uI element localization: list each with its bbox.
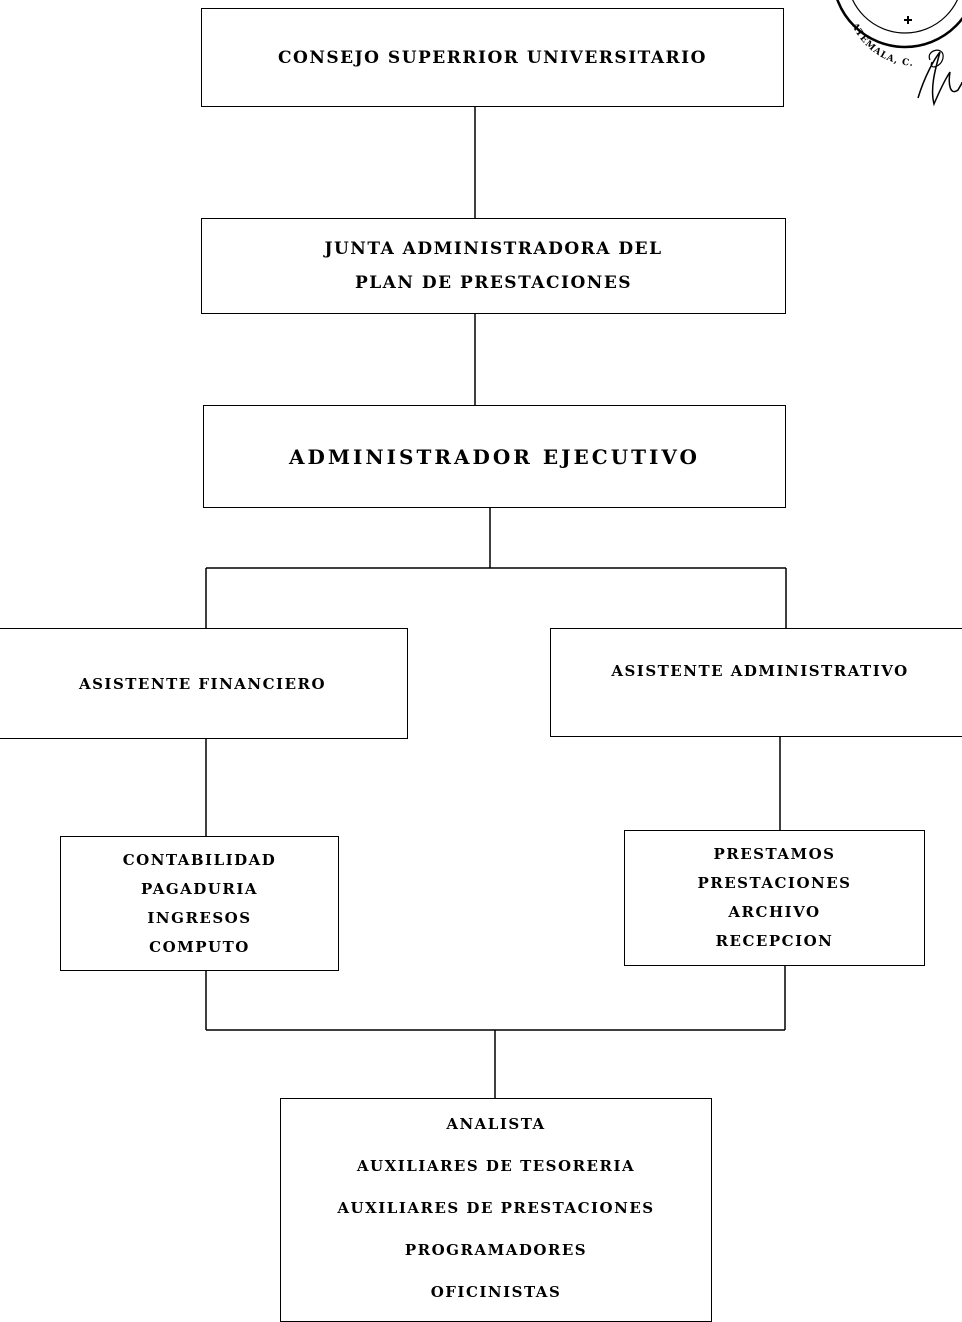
unit-pagaduria: PAGADURIA [141, 879, 258, 898]
signature-mark-loop [928, 49, 944, 68]
junta-label-line1: JUNTA ADMINISTRADORA DEL [324, 239, 663, 259]
unit-contabilidad: CONTABILIDAD [122, 850, 277, 869]
junta-label-line2: PLAN DE PRESTACIONES [354, 273, 633, 293]
signature-mark [917, 51, 962, 107]
staff-auxiliares-tesoreria: AUXILIARES DE TESORERIA [356, 1157, 636, 1175]
asistente-administrativo-label: ASISTENTE ADMINISTRATIVO [611, 662, 909, 680]
unit-computo: COMPUTO [149, 937, 250, 956]
staff-analista: ANALISTA [446, 1115, 546, 1133]
unit-archivo: ARCHIVO [728, 903, 821, 921]
administrador-box: ADMINISTRADOR EJECUTIVO [203, 405, 786, 508]
administrador-label: ADMINISTRADOR EJECUTIVO [289, 444, 700, 469]
unit-prestamos: PRESTAMOS [713, 845, 836, 863]
admin-units-box: PRESTAMOS PRESTACIONES ARCHIVO RECEPCION [624, 830, 925, 966]
consejo-label: CONSEJO SUPERRIOR UNIVERSITARIO [278, 47, 707, 68]
seal-cross-mark [904, 16, 912, 24]
unit-prestaciones: PRESTACIONES [697, 874, 852, 892]
finanzas-units-box: CONTABILIDAD PAGADURIA INGRESOS COMPUTO [60, 836, 339, 971]
junta-box: JUNTA ADMINISTRADORA DEL PLAN DE PRESTAC… [201, 218, 786, 314]
asistente-administrativo-box: ASISTENTE ADMINISTRATIVO [550, 628, 962, 737]
unit-recepcion: RECEPCION [715, 932, 834, 950]
staff-programadores: PROGRAMADORES [404, 1241, 588, 1259]
consejo-box: CONSEJO SUPERRIOR UNIVERSITARIO [201, 8, 784, 107]
asistente-financiero-label: ASISTENTE FINANCIERO [78, 674, 327, 693]
staff-box: ANALISTA AUXILIARES DE TESORERIA AUXILIA… [280, 1098, 712, 1322]
asistente-financiero-box: ASISTENTE FINANCIERO [0, 628, 408, 739]
university-seal: ATEMALA, C. [836, 0, 962, 107]
unit-ingresos: INGRESOS [147, 908, 252, 927]
staff-oficinistas: OFICINISTAS [430, 1283, 562, 1301]
staff-auxiliares-prestaciones: AUXILIARES DE PRESTACIONES [337, 1199, 655, 1217]
